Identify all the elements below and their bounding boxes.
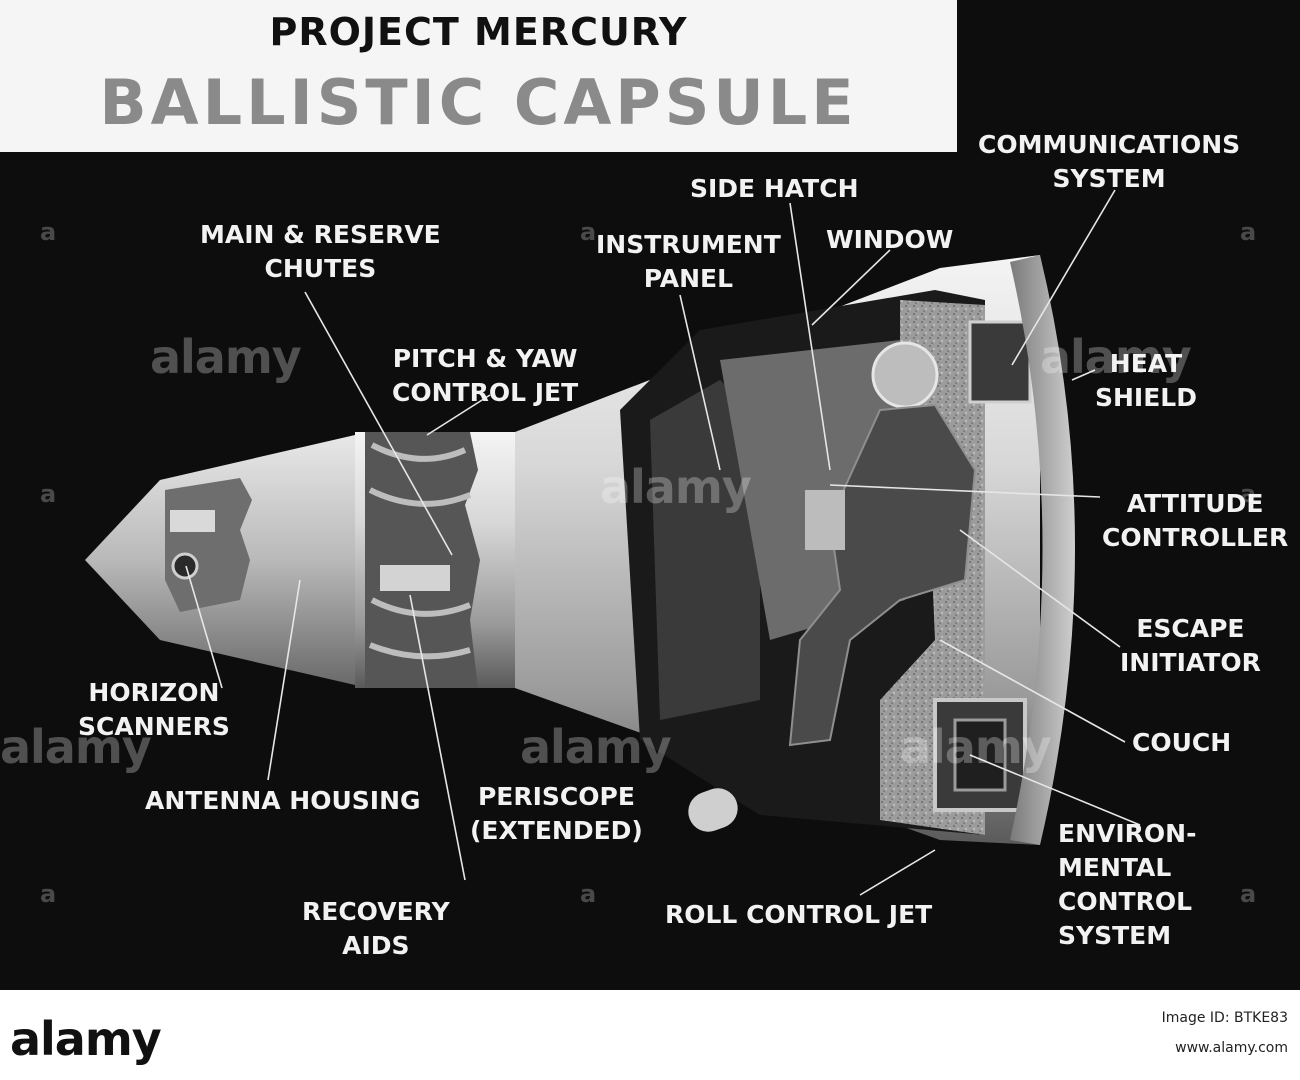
watermark: alamy xyxy=(0,720,152,774)
footer-url[interactable]: www.alamy.com xyxy=(1175,1040,1288,1056)
watermark-mark: a xyxy=(1240,218,1257,246)
watermark: alamy xyxy=(150,330,302,384)
diagram-poster: PROJECT MERCURY BALLISTIC CAPSULE xyxy=(0,0,1300,990)
watermark: alamy xyxy=(600,460,752,514)
label-periscope: PERISCOPE(EXTENDED) xyxy=(470,782,643,845)
title-panel: PROJECT MERCURY BALLISTIC CAPSULE xyxy=(0,0,957,152)
chute-cutaway xyxy=(365,432,480,688)
label-window: WINDOW xyxy=(826,225,954,254)
label-couch: COUCH xyxy=(1132,728,1232,757)
watermark-mark: a xyxy=(40,218,57,246)
footer-logo[interactable]: alamy xyxy=(10,1012,162,1066)
periscope xyxy=(688,788,738,832)
footer-bar: alamy xyxy=(0,990,1300,1080)
horizon-scanner-lens xyxy=(171,552,199,580)
image-id: Image ID: BTKE83 xyxy=(1161,1010,1288,1026)
watermark: alamy xyxy=(1040,330,1192,384)
watermark-mark: a xyxy=(580,880,597,908)
leader-lines xyxy=(185,189,1141,896)
heat-shield xyxy=(1010,255,1075,845)
watermark-mark: a xyxy=(1240,480,1257,508)
label-side-hatch: SIDE HATCH xyxy=(690,174,859,203)
label-roll-control-jet: ROLL CONTROL JET xyxy=(665,900,933,929)
horizon-scanner-part xyxy=(170,510,215,532)
title-line-1: PROJECT MERCURY xyxy=(269,10,688,54)
instrument-panel-block xyxy=(650,380,760,720)
comm-box xyxy=(968,320,1032,404)
nose-cutaway xyxy=(165,478,252,612)
recovery-aid-part xyxy=(380,565,450,591)
watermark-mark: a xyxy=(1240,880,1257,908)
controller-stick xyxy=(805,490,845,550)
watermark-mark: a xyxy=(40,480,57,508)
astronaut-helmet xyxy=(871,341,939,409)
title-line-2: BALLISTIC CAPSULE xyxy=(99,66,858,139)
watermark-mark: a xyxy=(40,880,57,908)
capsule-illustration xyxy=(85,189,1141,896)
watermark-mark: a xyxy=(580,218,597,246)
label-antenna-housing: ANTENNA HOUSING xyxy=(145,786,421,815)
watermark: alamy xyxy=(900,720,1052,774)
watermark: alamy xyxy=(520,720,672,774)
